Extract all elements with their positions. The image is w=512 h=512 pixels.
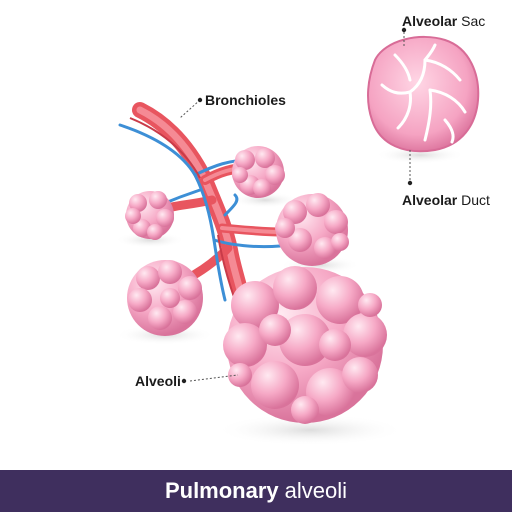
alveolar-sac-cross-section <box>367 36 480 153</box>
label-bronchioles: Bronchioles <box>205 92 286 108</box>
alveoli-cluster-right <box>275 193 349 266</box>
label-alveolar-duct-light: Duct <box>461 192 490 208</box>
title-bold: Pulmonary <box>164 478 279 503</box>
alveoli-illustration <box>115 27 480 446</box>
alveoli-cluster-left <box>127 260 203 336</box>
label-alveolar-duct-bold: Alveolar <box>402 192 458 208</box>
label-alveolar-sac: Alveolar Sac <box>402 13 485 29</box>
artery-lines <box>129 117 236 301</box>
top-cluster-shadow <box>230 192 300 208</box>
label-alveolar-sac-light: Sac <box>461 13 486 29</box>
label-alveolar-duct: Alveolar Duct <box>402 192 490 208</box>
small-cluster-shadow <box>115 232 185 248</box>
label-alveoli-text: Alveoli <box>135 373 181 389</box>
alveoli-cluster-top <box>232 146 285 198</box>
alveoli-cluster-small <box>125 191 174 240</box>
leader-dots <box>181 27 413 384</box>
label-bronchioles-text: Bronchioles <box>205 92 286 108</box>
sac-shadow <box>375 146 465 164</box>
label-alveolar-sac-bold: Alveolar <box>402 13 458 29</box>
large-cluster-shadow <box>215 414 405 446</box>
leader-lines <box>179 28 411 382</box>
title-light: alveoli <box>284 478 348 503</box>
alveoli-cluster-main <box>223 266 387 424</box>
title-banner: Pulmonary alveoli <box>0 470 512 512</box>
label-alveoli: Alveoli <box>135 373 181 389</box>
